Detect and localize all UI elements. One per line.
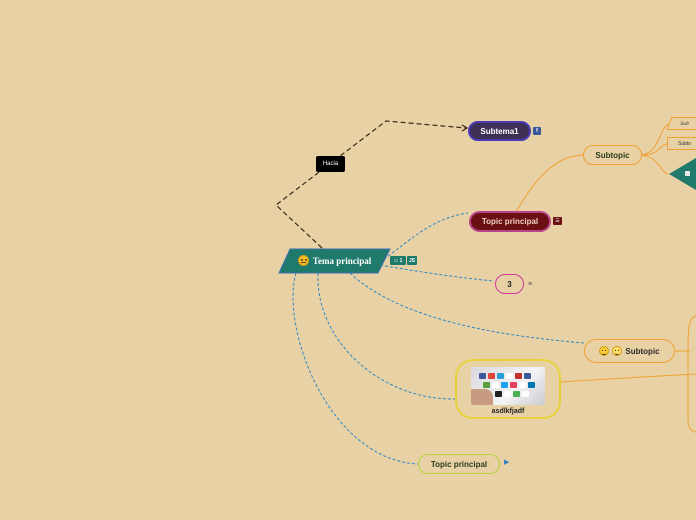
keyboard-image <box>471 367 545 405</box>
link-sub-top <box>516 155 583 212</box>
subtopic-smiles-node[interactable]: Subtopic <box>584 339 675 363</box>
topic-principal-green-node[interactable]: Topic principal <box>418 454 500 474</box>
play-icon[interactable]: ▶ <box>504 458 509 466</box>
link-subtopic-smiles <box>350 273 584 343</box>
diamond-node-partial <box>669 158 696 190</box>
edge-subtopic-b[interactable]: Subto <box>667 137 696 150</box>
grin-face-icon <box>612 346 622 356</box>
subtema1-node[interactable]: Subtema1 <box>468 121 531 141</box>
link-topic-red <box>380 213 468 262</box>
hacia-label[interactable]: Hacia <box>316 156 345 172</box>
edge-subtopic-a[interactable]: Sub <box>667 117 696 130</box>
image-node[interactable]: asdlkfjadf <box>455 359 561 419</box>
link-three <box>380 265 494 281</box>
comment-icon[interactable]: ▭ 1 <box>390 256 406 265</box>
main-topic-node[interactable]: Tema principal <box>279 248 390 273</box>
link-image <box>318 273 455 399</box>
lines-icon[interactable]: ≡ <box>528 281 532 288</box>
hacia-connector <box>276 121 466 248</box>
smirk-face-icon <box>298 255 309 266</box>
list-icon[interactable]: ☰ <box>553 217 562 225</box>
topic-principal-red-node[interactable]: Topic principal <box>469 211 551 232</box>
facebook-icon[interactable]: f <box>533 127 541 135</box>
link-image-right <box>561 374 696 382</box>
link-topic-green <box>293 273 418 464</box>
js-icon[interactable]: JS <box>407 256 417 265</box>
subtopic-top-node[interactable]: Subtopic <box>583 145 642 165</box>
smile-face-icon <box>599 346 609 356</box>
number-three-node[interactable]: 3 <box>495 274 524 294</box>
